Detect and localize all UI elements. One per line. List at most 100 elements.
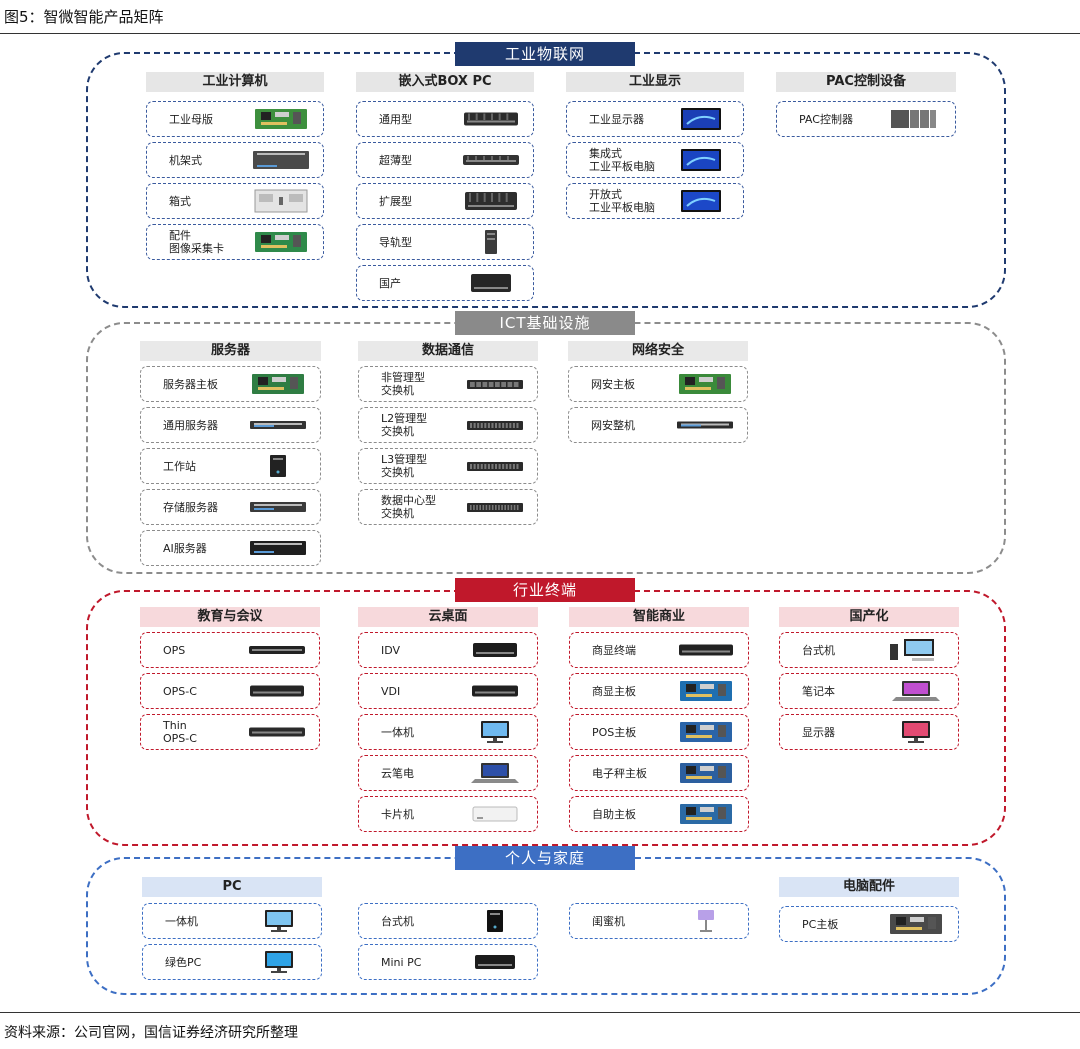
product-item: 导轨型 [356, 224, 534, 260]
box-pc-icon [459, 107, 523, 131]
industrial-monitor-icon [669, 107, 733, 131]
category-header: PAC控制设备 [776, 72, 956, 92]
product-item: 网安主板 [568, 366, 748, 402]
section-banner-iiot: 工业物联网 [455, 42, 635, 66]
product-label: AI服务器 [163, 541, 207, 555]
product-item: POS主板 [569, 714, 749, 750]
product-label: IDV [381, 643, 401, 657]
product-item: IDV [358, 632, 538, 668]
product-label: 导轨型 [379, 235, 412, 249]
product-label: 网安整机 [591, 418, 635, 432]
card-pc-icon [463, 802, 527, 826]
product-item: 网安整机 [568, 407, 748, 443]
product-item: 机架式 [146, 142, 324, 178]
security-board-icon [673, 372, 737, 396]
monitor-icon [884, 720, 948, 744]
product-item: L3管理型 交换机 [358, 448, 538, 484]
product-item: 通用服务器 [140, 407, 321, 443]
category-header: 教育与会议 [140, 607, 320, 627]
category-header: 服务器 [140, 341, 321, 361]
product-item: 国产 [356, 265, 534, 301]
product-label: 台式机 [802, 643, 835, 657]
workstation-icon [246, 454, 310, 478]
product-label: 闺蜜机 [592, 914, 625, 928]
product-item: 云笔电 [358, 755, 538, 791]
product-item: 通用型 [356, 101, 534, 137]
product-item: OPS [140, 632, 320, 668]
product-label: L2管理型 交换机 [381, 412, 428, 438]
slim-box-pc-icon [459, 148, 523, 172]
product-label: 台式机 [381, 914, 414, 928]
product-item: 服务器主板 [140, 366, 321, 402]
product-item: VDI [358, 673, 538, 709]
product-label: 箱式 [169, 194, 191, 208]
product-label: OPS-C [163, 684, 197, 698]
product-label: 工业显示器 [589, 112, 644, 126]
product-item: 商显终端 [569, 632, 749, 668]
product-item: 卡片机 [358, 796, 538, 832]
category-header: 电脑配件 [779, 877, 959, 897]
ops-module-icon [245, 638, 309, 662]
product-item: 超薄型 [356, 142, 534, 178]
signage-board-icon [674, 679, 738, 703]
category-header: 数据通信 [358, 341, 538, 361]
din-rail-pc-icon [459, 230, 523, 254]
product-label: 扩展型 [379, 194, 412, 208]
product-label: 工业母版 [169, 112, 213, 126]
product-item: 箱式 [146, 183, 324, 219]
product-item: PAC控制器 [776, 101, 956, 137]
product-item: 台式机 [358, 903, 538, 939]
product-label: Thin OPS-C [163, 719, 197, 745]
product-label: 绿色PC [165, 955, 202, 969]
product-label: 非管理型 交换机 [381, 371, 425, 397]
rack-chassis-icon [249, 148, 313, 172]
product-item: 一体机 [358, 714, 538, 750]
scale-board-icon [674, 761, 738, 785]
product-label: 国产 [379, 276, 401, 290]
product-item: Thin OPS-C [140, 714, 320, 750]
expansion-box-pc-icon [459, 189, 523, 213]
unmanaged-switch-icon [463, 372, 527, 396]
product-item: 电子秤主板 [569, 755, 749, 791]
kiosk-board-icon [674, 802, 738, 826]
domestic-box-pc-icon [459, 271, 523, 295]
capture-card-icon [249, 230, 313, 254]
product-label: 云笔电 [381, 766, 414, 780]
product-item: AI服务器 [140, 530, 321, 566]
ai-server-icon [246, 536, 310, 560]
product-item: OPS-C [140, 673, 320, 709]
panel-pc-icon [669, 148, 733, 172]
product-item: 存储服务器 [140, 489, 321, 525]
green-pc-icon [247, 950, 311, 974]
section-banner-personal: 个人与家庭 [455, 846, 635, 870]
idv-client-icon [463, 638, 527, 662]
product-label: Mini PC [381, 955, 422, 969]
product-item: 绿色PC [142, 944, 322, 980]
product-label: 通用型 [379, 112, 412, 126]
product-label: 机架式 [169, 153, 202, 167]
product-label: 通用服务器 [163, 418, 218, 432]
product-item: Mini PC [358, 944, 538, 980]
product-item: 闺蜜机 [569, 903, 749, 939]
product-item: 集成式 工业平板电脑 [566, 142, 744, 178]
all-in-one-pc-icon [247, 909, 311, 933]
l3-switch-icon [463, 454, 527, 478]
product-label: 一体机 [165, 914, 198, 928]
section-banner-ict: ICT基础设施 [455, 311, 635, 335]
server-board-icon [246, 372, 310, 396]
product-label: POS主板 [592, 725, 637, 739]
product-label: PAC控制器 [799, 112, 853, 126]
product-label: 超薄型 [379, 153, 412, 167]
product-item: 配件 图像采集卡 [146, 224, 324, 260]
signage-box-icon [674, 638, 738, 662]
datacenter-switch-icon [463, 495, 527, 519]
top-rule [0, 33, 1080, 34]
product-label: 服务器主板 [163, 377, 218, 391]
rolling-screen-icon [674, 909, 738, 933]
product-item: 商显主板 [569, 673, 749, 709]
all-in-one-icon [463, 720, 527, 744]
product-item: 笔记本 [779, 673, 959, 709]
category-header: 智能商业 [569, 607, 749, 627]
box-chassis-icon [249, 189, 313, 213]
figure-title: 图5：智微智能产品矩阵 [4, 8, 164, 26]
